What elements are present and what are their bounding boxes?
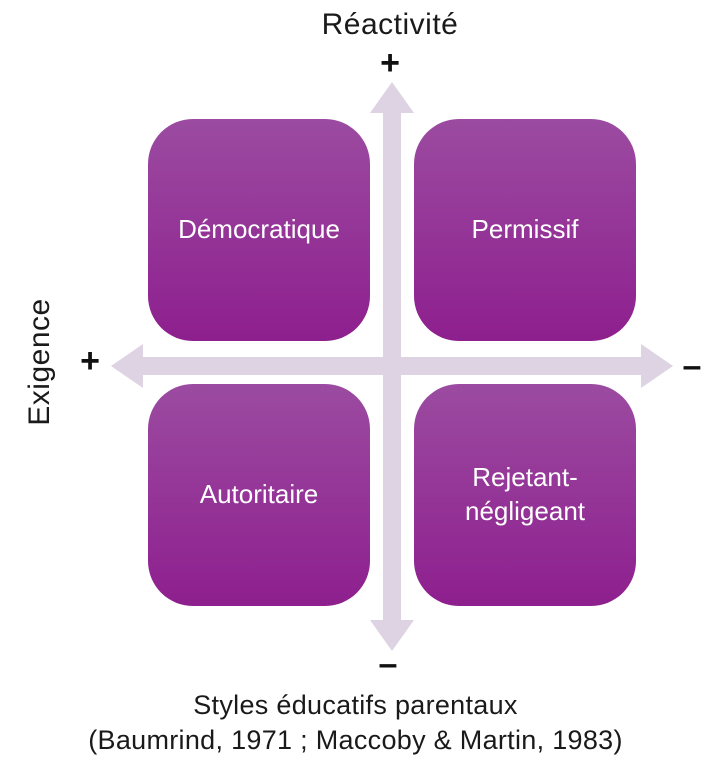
caption-line-2: (Baumrind, 1971 ; Maccoby & Martin, 1983… bbox=[88, 724, 623, 755]
horizontal-axis-label: Exigence bbox=[23, 298, 56, 426]
diagram-caption: Styles éducatifs parentaux (Baumrind, 19… bbox=[0, 688, 711, 757]
quadrant-label: Démocratique bbox=[178, 214, 340, 245]
quadrant-permissif: Permissif bbox=[414, 119, 636, 341]
quadrant-democratique: Démocratique bbox=[148, 119, 370, 341]
quadrant-label: Rejetant-négligeant bbox=[465, 462, 585, 526]
quadrant-autoritaire: Autoritaire bbox=[148, 384, 370, 606]
vertical-axis-minus-sign: – bbox=[378, 645, 398, 683]
horizontal-axis-arrow-icon bbox=[111, 344, 673, 388]
vertical-axis-plus-sign: + bbox=[380, 44, 400, 82]
vertical-axis-label: Réactivité bbox=[321, 8, 459, 41]
quadrant-rejetant-negligeant: Rejetant-négligeant bbox=[414, 384, 636, 606]
quadrant-label: Autoritaire bbox=[199, 479, 319, 510]
caption-line-1: Styles éducatifs parentaux bbox=[193, 690, 518, 720]
quadrant-label: Permissif bbox=[471, 214, 579, 245]
horizontal-axis-minus-sign: – bbox=[682, 347, 702, 385]
horizontal-axis-plus-sign: + bbox=[80, 342, 100, 380]
